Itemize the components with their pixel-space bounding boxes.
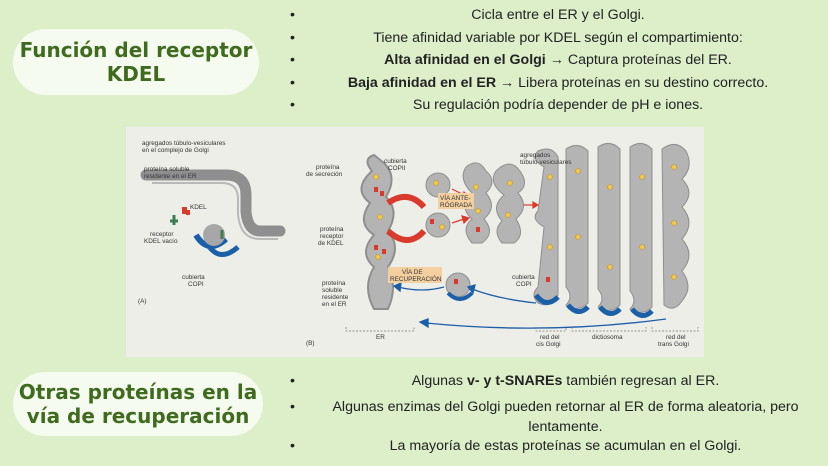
label-copi-b: cubierta — [512, 274, 535, 281]
label-soluble-b: soluble — [322, 287, 343, 294]
kdel-retrieval-figure: agregados túbulo-vesiculares en el compl… — [126, 127, 704, 357]
label-copii: COPII — [388, 165, 406, 172]
label-copii: cubierta — [384, 158, 407, 165]
empty-receptor-icon — [170, 215, 178, 225]
list-item: Algunas enzimas del Golgi pueden retorna… — [290, 397, 823, 437]
label-receptor-b: proteína — [320, 226, 344, 233]
label-soluble-b: proteína — [322, 280, 346, 287]
list-item: Su regulación podría depender de pH e io… — [290, 98, 808, 121]
copii-coat-icon — [386, 194, 427, 210]
er-membrane-shape — [360, 153, 396, 310]
golgi-copi-coats — [533, 293, 654, 318]
list-item: Cicla entre el ER y el Golgi. — [290, 8, 808, 31]
label-receptor-b: receptor — [320, 233, 344, 240]
label-dictiosoma: dictiosoma — [592, 334, 623, 341]
label-cis-golgi: cis Golgi — [536, 341, 561, 348]
label-receptor: receptor — [150, 231, 174, 238]
kdel-protein-icon — [182, 207, 187, 214]
list-item: Algunas v- y t-SNAREs también regresan a… — [290, 374, 823, 395]
list-item: Alta afinidad en el Golgi → Captura prot… — [290, 53, 808, 76]
section-title-other-proteins: Otras proteínas en la vía de recuperació… — [13, 372, 263, 436]
title-line: Otras proteínas en la — [18, 380, 258, 404]
cargo-dots — [373, 164, 677, 280]
copi-coat-icon — [446, 291, 474, 301]
label-soluble: proteína soluble — [144, 166, 190, 173]
golgi-cisterna-shape — [597, 143, 621, 311]
cis-golgi-shape — [533, 148, 559, 306]
label-copi: cubierta — [182, 274, 205, 281]
list-item: La mayoría de estas proteínas se acumula… — [290, 439, 823, 460]
label-kdel: KDEL — [190, 204, 207, 211]
golgi-membrane-shape — [140, 169, 286, 237]
er-soluble-proteins — [374, 187, 550, 284]
golgi-membrane-inner — [152, 182, 278, 240]
trans-golgi-shape — [661, 144, 690, 309]
golgi-cisterna-shape — [629, 143, 653, 313]
label-anterograde: RÓGRADA — [440, 200, 473, 209]
label-trans-golgi: trans Golgi — [658, 341, 689, 348]
label-retrieval: VÍA DE — [402, 267, 423, 276]
region-brackets — [345, 327, 699, 332]
list-item: Tiene afinidad variable por KDEL según e… — [290, 30, 808, 54]
other-proteins-list: Algunas v- y t-SNAREs también regresan a… — [290, 374, 823, 462]
label-secretion: de secreción — [306, 171, 343, 178]
section-title-kdel-receptor: Función del receptor KDEL — [13, 29, 259, 95]
panel-label: (A) — [138, 298, 147, 305]
label-agregados: en el complejo de Golgi — [142, 147, 209, 154]
label-receptor-b: de KDEL — [318, 240, 344, 247]
vtc-shape — [492, 163, 525, 244]
title-line: KDEL — [106, 62, 166, 86]
vesicle-icon — [203, 224, 225, 246]
label-retrieval: RECUPERACIÓN — [390, 274, 442, 283]
panel-label: (B) — [306, 340, 315, 347]
title-line: vía de recuperación — [26, 404, 250, 428]
kdel-retrieval-diagram: agregados túbulo-vesiculares en el compl… — [138, 140, 699, 348]
copii-coat-icon — [385, 228, 427, 243]
vesicle-icon — [425, 212, 451, 238]
anterograde-label-box — [438, 193, 474, 209]
label-soluble-b: residente — [322, 294, 349, 301]
retrieval-arrows — [392, 281, 667, 329]
copi-coat-icon — [205, 243, 240, 257]
label-agregados-b: agregados — [520, 152, 550, 159]
list-item: Baja afinidad en el ER → Libera proteína… — [290, 75, 808, 99]
title-line: Función del receptor — [19, 38, 253, 62]
label-trans-golgi: red del — [666, 334, 686, 341]
retrieval-label-box — [388, 267, 442, 283]
label-agregados: agregados túbulo-vesiculares — [142, 140, 225, 147]
kdel-function-list: Cicla entre el ER y el Golgi. Tiene afin… — [290, 8, 808, 121]
label-soluble-b: en el ER — [322, 301, 347, 308]
label-anterograde: VÍA ANTE- — [440, 193, 471, 202]
kdel-protein-icon — [186, 210, 190, 215]
label-agregados-b: túbulo-vesiculares — [520, 159, 572, 166]
label-er: ER — [376, 334, 385, 341]
label-cis-golgi: red del — [540, 334, 560, 341]
label-copi-b: COPI — [516, 281, 532, 288]
label-soluble: residente en el ER — [144, 173, 197, 180]
label-receptor: KDEL vacío — [144, 238, 178, 245]
label-copi: COPI — [188, 281, 204, 288]
label-secretion: proteína — [316, 164, 340, 171]
